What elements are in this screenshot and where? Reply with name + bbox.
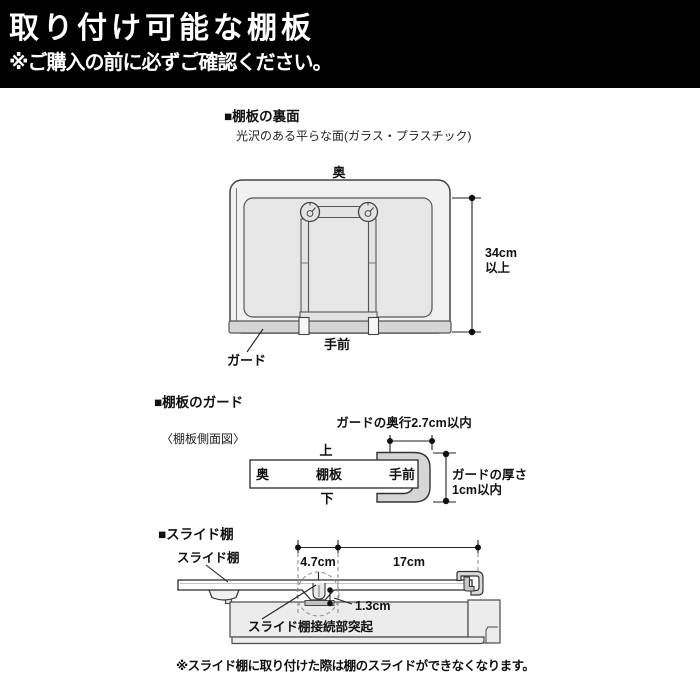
front-side-label: 手前 [324, 337, 350, 352]
protrusion-callout: スライド棚接続部突起 [248, 584, 374, 634]
back-side-label: 奥 [332, 165, 346, 180]
shelf-board-underside [229, 179, 451, 334]
dim-13cm: 1.3cm [355, 599, 390, 613]
guard-callout: ガード [227, 328, 266, 368]
section-guard-view-label: 〈棚板側面図〉 [161, 432, 246, 446]
section-guard-heading: ■棚板のガード [154, 395, 244, 410]
page-title: 取り付け可能な棚板 [9, 12, 315, 45]
thickness-dim-line1: ガードの厚さ [452, 467, 527, 482]
connector-protrusion [304, 572, 335, 606]
top-label: 上 [319, 443, 332, 458]
guard-label: ガード [227, 353, 266, 368]
section-back-subheading: 光沢のある平らな面(ガラス・プラスチック) [236, 129, 472, 143]
shelf-hook [456, 570, 484, 596]
slide-shelf-label: スライド棚 [177, 550, 240, 565]
frame-clip-right [367, 316, 380, 336]
frame-clip-left [298, 316, 310, 336]
slide-shelf-callout: スライド棚 [177, 550, 240, 583]
suction-cup-frame [298, 201, 380, 336]
guard-thickness-dimension: ガードの厚さ 1cm以内 [433, 450, 527, 505]
base-block [224, 596, 501, 645]
header-banner: 取り付け可能な棚板 ※ご購入の前に必ずご確認ください。 [0, 0, 700, 88]
slide-caution-note: ※スライド棚に取り付けた際は棚のスライドができなくなります。 [176, 659, 535, 673]
shelf-side-view [249, 459, 419, 489]
dim-47cm: 4.7cm [300, 555, 335, 569]
thickness-dim-line2: 1cm以内 [452, 482, 502, 497]
gap-dimension: 1.3cm [327, 587, 390, 613]
guard-depth-dim-label: ガードの奥行2.7cm以内 [336, 415, 471, 430]
top-dimension: 4.7cm 17cm [295, 540, 481, 569]
shelf-underside-diagram: 奥 [227, 165, 517, 368]
front-label: 手前 [389, 467, 415, 482]
guard-depth-dimension [387, 435, 435, 452]
dashed-guides [296, 553, 479, 617]
section-slide-heading: ■スライド棚 [158, 527, 234, 542]
dim-17cm: 17cm [393, 555, 425, 569]
slide-shelf-diagram: 4.7cm 17cm スライド棚 1.3cm スライド棚接続部突起 [177, 540, 501, 645]
height-dimension: 34cm 以上 [452, 194, 517, 336]
shelf-guard-diagram: ガードの奥行2.7cm以内 上 下 奥 棚板 手前 ガードの厚さ [249, 415, 527, 506]
header-purchase-note: ※ご購入の前に必ずご確認ください。 [9, 52, 332, 74]
shelf-label: 棚板 [316, 467, 343, 482]
height-dim-qualifier: 以上 [485, 260, 511, 275]
height-dim-value: 34cm [485, 246, 517, 260]
bottom-label: 下 [320, 491, 333, 506]
slide-bracket [208, 589, 240, 601]
protrusion-label: スライド棚接続部突起 [248, 619, 374, 634]
guard-strip [228, 320, 452, 334]
section-back-heading: ■棚板の裏面 [224, 109, 300, 124]
back-label: 奥 [256, 467, 270, 482]
